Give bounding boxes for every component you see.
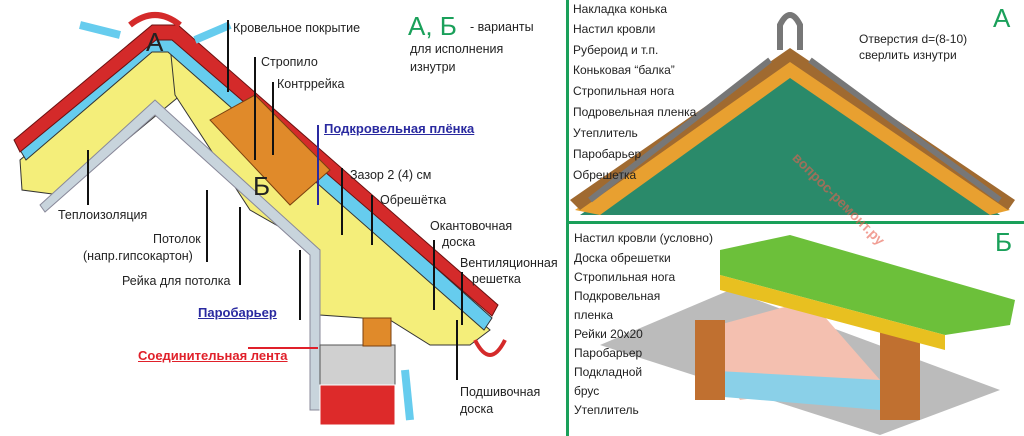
panel-b-label: Настил кровли (условно) [574, 231, 713, 245]
label-roofing: Кровельное покрытие [233, 21, 361, 35]
panel-a-label: Накладка конька [573, 2, 668, 16]
marker-b: Б [253, 171, 271, 201]
panel-b-label: Утеплитель [574, 403, 639, 417]
panel-a-label: Обрешетка [573, 168, 637, 182]
panel-b-label: Стропильная нога [574, 270, 676, 284]
panel-b-label: Паробарьер [574, 346, 643, 360]
marker-a: А [146, 27, 164, 57]
label-connecting-tape: Соединительная лента [138, 348, 288, 363]
label-soffit-board-2: доска [460, 402, 494, 416]
label-insulation: Теплоизоляция [58, 208, 148, 222]
label-lathing: Обрешётка [380, 193, 447, 207]
label-underlay-film: Подкровельная плёнка [324, 121, 475, 136]
variants-note-3: изнутри [410, 60, 456, 74]
label-counter-batten: Контррейка [277, 77, 345, 91]
leader-arrows [87, 20, 463, 380]
panel-b-label: Рейки 20x20 [574, 327, 643, 341]
label-vent-grille-2: решетка [472, 272, 521, 286]
panel-b-letter: Б [995, 227, 1013, 257]
panel-a-label: Коньковая “балка” [573, 63, 675, 77]
panel-b-label: Подкладной [574, 365, 643, 379]
variants-letters: А, Б [408, 11, 457, 41]
label-gap: Зазор 2 (4) см [350, 168, 432, 182]
label-vent-grille-1: Вентиляционная [460, 256, 558, 270]
panel-divider-h [566, 221, 1024, 224]
label-ceiling-batten: Рейка для потолка [122, 274, 231, 288]
panel-a-label: Рубероид и т.п. [573, 43, 659, 57]
label-soffit-board-1: Подшивочная [460, 385, 541, 399]
label-ceiling-1: Потолок [153, 232, 201, 246]
label-vapor-barrier: Паробарьер [198, 305, 277, 320]
panel-b-label: Доска обрешетки [574, 251, 671, 265]
panel-a-holes-1: Отверстия d=(8-10) [859, 32, 968, 46]
panel-b-label: брус [574, 384, 600, 398]
label-ceiling-2: (напр.гипсокартон) [83, 249, 193, 263]
panel-a-label: Настил кровли [573, 22, 656, 36]
panel-b-label: пленка [574, 308, 613, 322]
panel-a-letter: А [993, 3, 1011, 33]
panel-a-holes-2: сверлить изнутри [859, 48, 957, 62]
panel-a-label: Паробарьер [573, 147, 642, 161]
panel-a-ridge [570, 12, 1015, 215]
panel-a-label: Утеплитель [573, 126, 638, 140]
label-edge-board-1: Окантовочная [430, 219, 513, 233]
main-roof-section [13, 12, 507, 426]
variants-note-1: - варианты [470, 20, 534, 34]
panel-b-layers [600, 235, 1015, 435]
label-rafter: Стропило [261, 55, 318, 69]
label-edge-board-2: доска [442, 235, 476, 249]
variants-note-2: для исполнения [410, 42, 504, 56]
panel-a-label: Стропильная нога [573, 84, 675, 98]
panel-b-label: Подкровельная [574, 289, 661, 303]
panel-a-label: Подровельная пленка [573, 105, 697, 119]
panel-divider [566, 0, 569, 436]
